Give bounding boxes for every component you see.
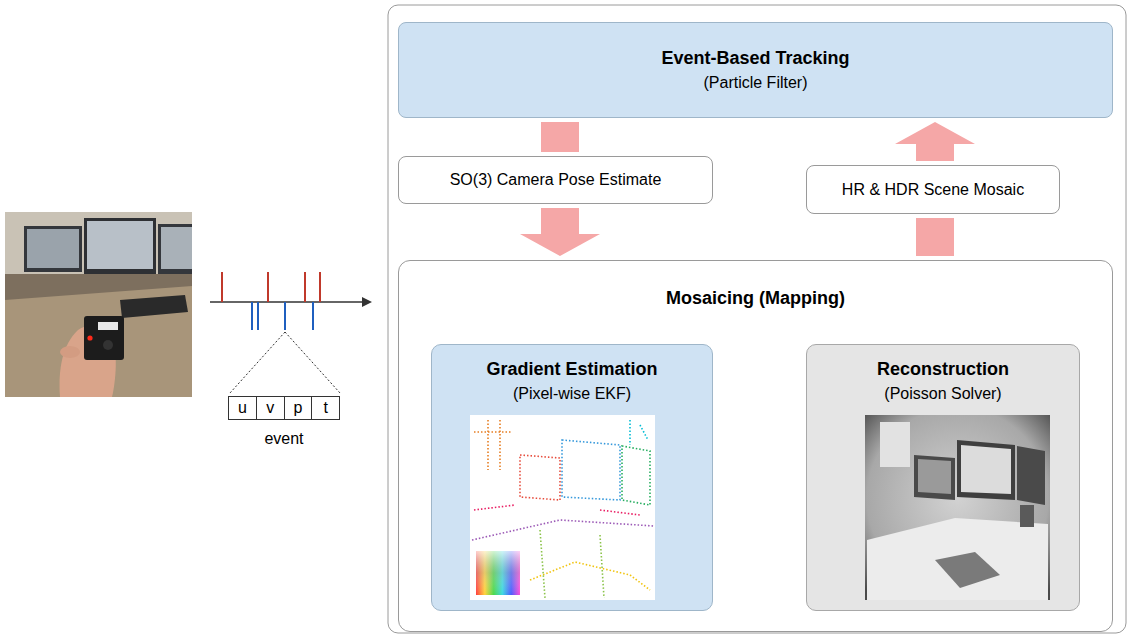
positive-event xyxy=(221,272,223,302)
photo-ground xyxy=(5,212,192,397)
photo-wall xyxy=(5,212,192,274)
event-record: uvptevent xyxy=(228,396,340,420)
block-arrow xyxy=(895,122,975,161)
reconstruction-object xyxy=(1020,505,1034,527)
negative-event xyxy=(312,302,314,330)
camera-photo xyxy=(5,212,192,397)
reconstruction-image xyxy=(865,415,1050,600)
system-container xyxy=(388,5,1126,633)
block-arrow xyxy=(916,218,954,256)
photo-screen xyxy=(87,221,153,269)
process-box: Event-Based Tracking (Particle Filter) xyxy=(398,22,1113,118)
reconstruction-window xyxy=(880,422,910,467)
block-arrow xyxy=(541,122,579,152)
reconstruction-monitor xyxy=(914,455,955,500)
reconstruction-screen xyxy=(961,445,1011,494)
block-arrow xyxy=(520,208,600,256)
positive-event xyxy=(304,272,306,302)
photo-monitor xyxy=(84,218,156,274)
gradient-edge xyxy=(562,440,620,500)
photo-finger xyxy=(60,346,80,358)
gradient-edge xyxy=(630,420,648,445)
zoom-line xyxy=(285,332,340,393)
reconstruction-screen xyxy=(918,459,951,494)
positive-event xyxy=(319,272,321,302)
box-title: Mosaicing (Mapping) xyxy=(666,288,845,310)
reconstruction-desk xyxy=(867,518,1048,600)
photo-screen xyxy=(161,227,192,269)
data-box: HR & HDR Scene Mosaic xyxy=(806,165,1060,214)
gradient-edge xyxy=(472,520,654,540)
reconstruction-monitor xyxy=(1017,446,1045,505)
photo-camera-label xyxy=(98,322,118,330)
field-cell: t xyxy=(312,397,339,419)
photo-monitor xyxy=(24,226,82,272)
gradient-edge xyxy=(530,562,650,590)
field-cell: p xyxy=(285,397,313,419)
box-title: Reconstruction xyxy=(877,359,1009,381)
record-label: event xyxy=(209,429,359,448)
time-axis-head xyxy=(362,297,372,307)
gradient-edge xyxy=(474,420,512,470)
reconstruction-ground xyxy=(865,415,1050,600)
box-subtitle: (Pixel-wise EKF) xyxy=(513,384,631,403)
zoom-line xyxy=(230,332,285,393)
time-axis xyxy=(210,301,364,303)
negative-event xyxy=(257,302,259,330)
reconstruction-monitor xyxy=(957,440,1015,500)
field-cell: u xyxy=(229,397,257,419)
negative-event xyxy=(251,302,253,330)
photo-screen xyxy=(27,229,79,268)
event-stream xyxy=(210,272,372,393)
photo-desk xyxy=(5,286,192,397)
gradient-edge xyxy=(520,455,560,500)
box-title: SO(3) Camera Pose Estimate xyxy=(450,170,662,189)
gradient-map-ground xyxy=(470,415,655,600)
photo-camera xyxy=(84,316,124,360)
box-title: Event-Based Tracking xyxy=(661,48,849,70)
photo-keyboard xyxy=(120,295,188,318)
gradient-edge xyxy=(540,530,604,598)
photo-camera-led xyxy=(87,335,92,340)
gradient-map-image xyxy=(470,415,655,600)
gradient-edge xyxy=(474,505,640,515)
reconstruction-object xyxy=(935,552,1000,588)
box-title: Gradient Estimation xyxy=(486,359,657,381)
negative-event xyxy=(284,302,286,330)
box-title: HR & HDR Scene Mosaic xyxy=(842,180,1024,199)
photo-camera-lens xyxy=(103,340,113,350)
positive-event xyxy=(267,272,269,302)
photo-monitor xyxy=(158,224,192,274)
box-subtitle: (Particle Filter) xyxy=(703,73,807,92)
color-wheel xyxy=(476,551,520,595)
data-box: SO(3) Camera Pose Estimate xyxy=(398,156,713,204)
color-wheel-shade xyxy=(476,551,520,595)
field-cell: v xyxy=(257,397,285,419)
gradient-edge xyxy=(622,446,650,505)
box-subtitle: (Poisson Solver) xyxy=(884,384,1001,403)
